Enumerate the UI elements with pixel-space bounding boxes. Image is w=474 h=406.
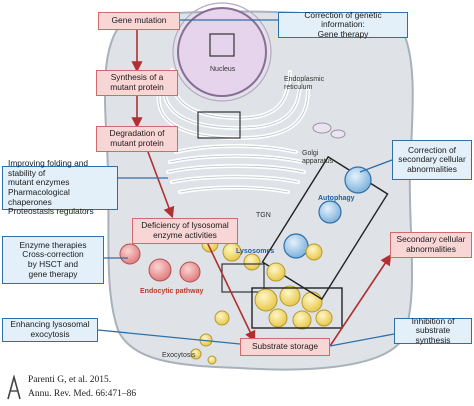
- inhibition-box: Inhibition of substrate synthesis: [394, 316, 472, 345]
- deficiency-box: Deficiency of lysosomal enzyme activitie…: [132, 218, 238, 244]
- exocytosis-label: Exocytosis: [162, 352, 196, 359]
- nucleus-envelope: [172, 2, 272, 102]
- correction-secondary-box: Correction of secondary cellular abnorma…: [392, 140, 472, 180]
- correction-genetic-box: Correction of genetic information: Gene …: [278, 10, 408, 39]
- therapy-connectors: [97, 19, 395, 347]
- nucleus-highlight-box: [209, 33, 235, 57]
- secondary-abnormalities-box: Secondary cellular abnormalities: [390, 232, 472, 258]
- synthesis-box: Synthesis of a mutant protein: [96, 70, 178, 96]
- citation-line-2: Annu. Rev. Med. 66:471–86: [28, 388, 137, 399]
- exocytosis-vesicle: [207, 355, 217, 365]
- degradation-box: Degradation of mutant protein: [96, 126, 178, 152]
- annual-reviews-logo: [7, 375, 21, 400]
- autophagosomes: [266, 166, 372, 282]
- gene-mutation-box: Gene mutation: [98, 12, 180, 30]
- golgi-label: Golgi apparatus: [302, 150, 334, 165]
- citation-line-1: Parenti G, et al. 2015.: [28, 375, 112, 385]
- pathway-arrows: [131, 30, 392, 347]
- nucleus-label: Nucleus: [210, 66, 236, 73]
- storage-lysosomes: [254, 285, 333, 330]
- tgn-label: TGN: [256, 212, 271, 219]
- enhancing-exocytosis-box: Enhancing lysosomal exocytosis: [2, 318, 98, 342]
- storage-highlight-box: [251, 287, 343, 329]
- mitochondrion: [330, 129, 346, 139]
- er-highlight-box: [197, 111, 241, 139]
- mitochondrion: [312, 122, 332, 134]
- autophagy-label: Autophagy: [318, 195, 355, 202]
- er-label: Endoplasmic reticulum: [284, 76, 325, 91]
- improving-folding-box: Improving folding and stability of mutan…: [2, 158, 118, 216]
- endocytic-pathway-label: Endocytic pathway: [140, 288, 204, 295]
- substrate-storage-box: Substrate storage: [240, 338, 330, 356]
- citation: Parenti G, et al. 2015. Annu. Rev. Med. …: [28, 374, 136, 402]
- lysosomes-label: Lysosomes: [236, 248, 275, 255]
- endocytic-vesicles: [119, 243, 201, 283]
- nucleus: [177, 7, 267, 97]
- exocytosis-vesicle: [190, 348, 202, 360]
- lysosome-highlight-box: [221, 263, 265, 293]
- enzyme-therapies-box: Enzyme therapies Cross-correction by HSC…: [2, 236, 104, 284]
